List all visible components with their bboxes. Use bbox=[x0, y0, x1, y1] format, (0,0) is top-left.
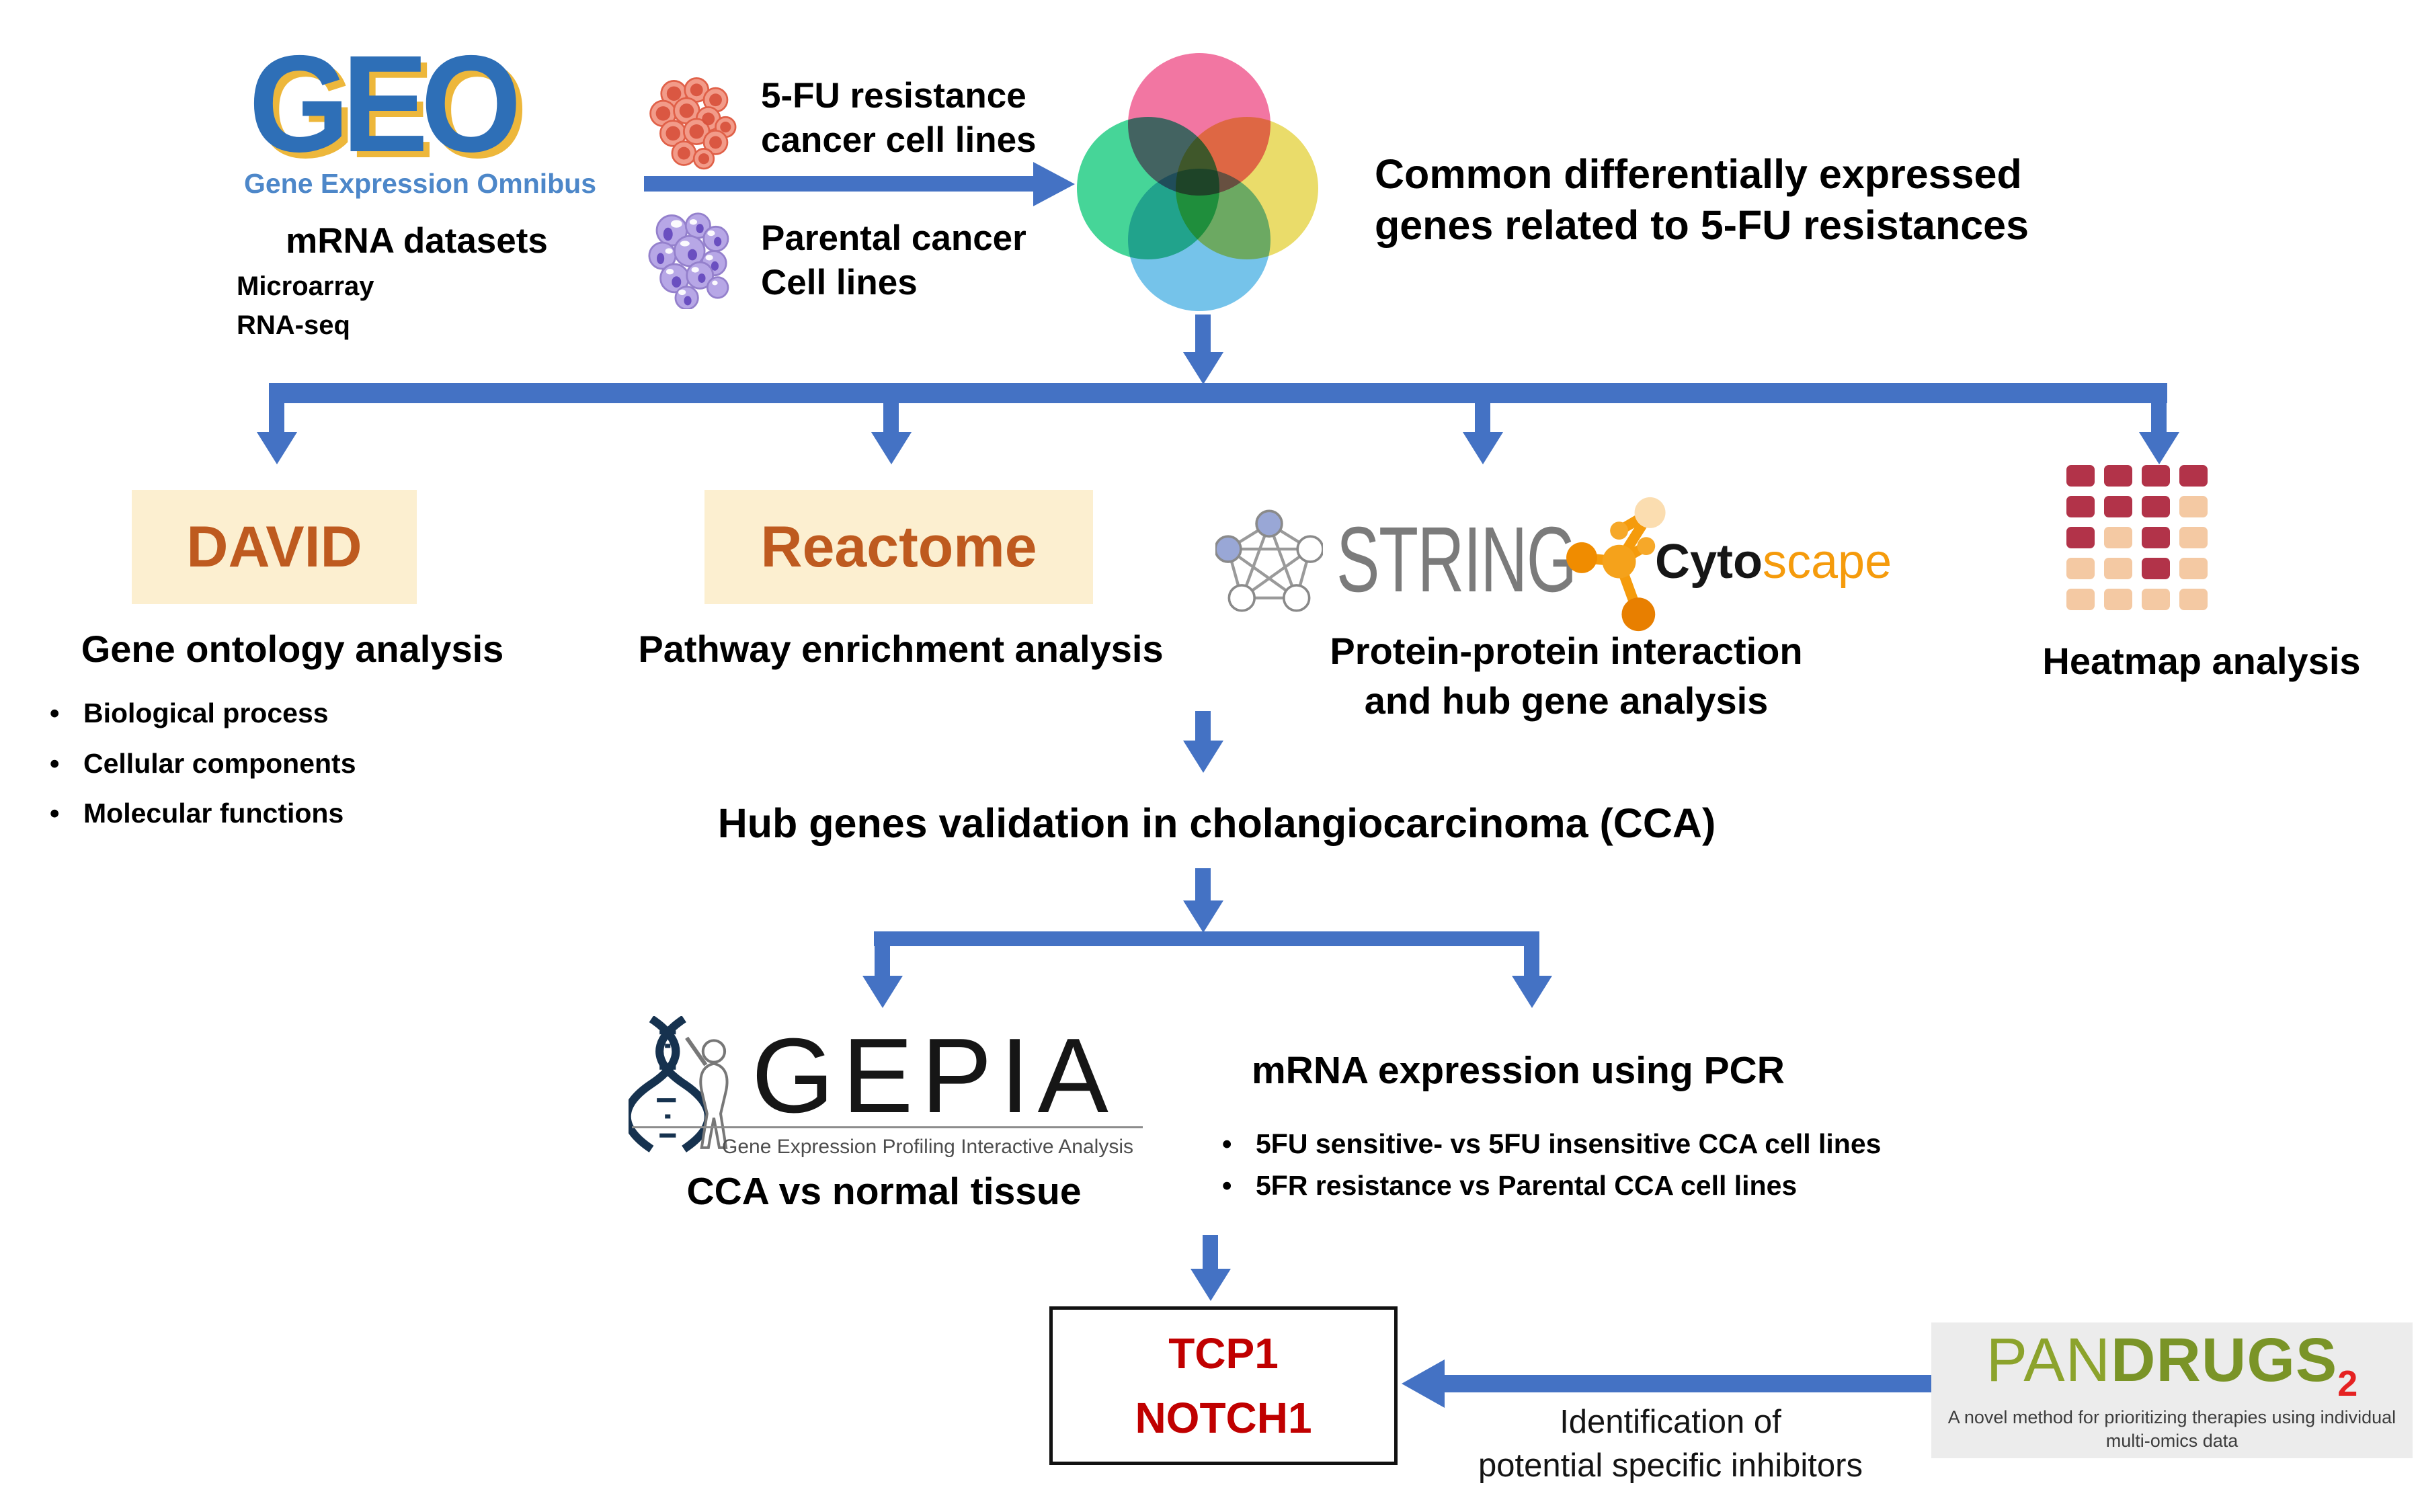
geo-logo-word: GEO bbox=[249, 27, 522, 181]
result-gene-notch1: NOTCH1 bbox=[1135, 1394, 1312, 1442]
heatmap-cell bbox=[2179, 527, 2208, 548]
branch-bar-validation bbox=[874, 931, 1539, 946]
cytoscape-label: Cytoscape bbox=[1655, 538, 1892, 586]
heatmap-icon bbox=[2066, 465, 2208, 610]
pcr-bullet-sensitive: 5FU sensitive- vs 5FU insensitive CCA ce… bbox=[1222, 1124, 1881, 1165]
heatmap-cell bbox=[2142, 496, 2170, 517]
pandrugs-word-2: 2 bbox=[2337, 1363, 2358, 1404]
geo-logo: GEO bbox=[249, 27, 612, 181]
reactome-label: Reactome bbox=[760, 514, 1037, 579]
heatmap-cell bbox=[2179, 558, 2208, 579]
common-deg-caption-line1: Common differentially expressed bbox=[1375, 151, 2022, 197]
reactome-box: Reactome bbox=[704, 490, 1093, 604]
resistant-cells-icon bbox=[649, 77, 737, 170]
resistant-cells-label-line1: 5-FU resistance bbox=[761, 76, 1026, 116]
ppi-title-line1: Protein-protein interaction bbox=[1330, 630, 1803, 672]
mrna-datasets-title: mRNA datasets bbox=[286, 221, 548, 261]
gepia-word: GEPIA bbox=[752, 1017, 1117, 1135]
inhibitor-note: Identification of potential specific inh… bbox=[1405, 1400, 1936, 1487]
pandrugs-word-drugs: DRUGS bbox=[2111, 1326, 2338, 1394]
gepia-subtitle: Gene Expression Profiling Interactive An… bbox=[722, 1136, 1133, 1158]
pcr-bullet-resistance: 5FR resistance vs Parental CCA cell line… bbox=[1222, 1165, 1881, 1207]
heatmap-cell bbox=[2066, 558, 2095, 579]
cytoscape-label-orange: scape bbox=[1763, 535, 1892, 589]
venn-diagram bbox=[1074, 50, 1333, 316]
heatmap-cell bbox=[2104, 527, 2132, 548]
heatmap-cell bbox=[2104, 558, 2132, 579]
heatmap-title: Heatmap analysis bbox=[2042, 640, 2361, 682]
hub-validation-title: Hub genes validation in cholangiocarcino… bbox=[717, 800, 1716, 846]
go-bullet-list: Biological process Cellular components M… bbox=[50, 688, 356, 839]
dataset-type-microarray: Microarray bbox=[237, 271, 374, 301]
pathway-title: Pathway enrichment analysis bbox=[638, 628, 1164, 670]
heatmap-cell bbox=[2179, 465, 2208, 487]
ppi-title: Protein-protein interaction and hub gene… bbox=[1237, 626, 1896, 726]
david-label: DAVID bbox=[186, 514, 362, 579]
david-box: DAVID bbox=[132, 490, 417, 604]
pcr-bullet-list: 5FU sensitive- vs 5FU insensitive CCA ce… bbox=[1222, 1124, 1881, 1206]
branch-bar-main bbox=[269, 383, 2167, 403]
heatmap-cell bbox=[2066, 589, 2095, 610]
pandrugs-tagline-line2: multi-omics data bbox=[2105, 1431, 2238, 1452]
go-bullet-molecular-functions: Molecular functions bbox=[50, 788, 356, 839]
common-deg-caption: Common differentially expressed genes re… bbox=[1375, 149, 2154, 251]
heatmap-cell bbox=[2179, 589, 2208, 610]
heatmap-cell bbox=[2142, 465, 2170, 487]
gepia-underline bbox=[632, 1126, 1143, 1128]
inhibitor-note-line2: potential specific inhibitors bbox=[1478, 1447, 1863, 1484]
cytoscape-label-black: Cyto bbox=[1655, 535, 1763, 589]
heatmap-cell bbox=[2066, 496, 2095, 517]
result-gene-tcp1: TCP1 bbox=[1168, 1329, 1279, 1378]
inhibitor-note-line1: Identification of bbox=[1560, 1404, 1781, 1440]
common-deg-caption-line2: genes related to 5-FU resistances bbox=[1375, 202, 2029, 248]
parental-cells-label-line2: Cell lines bbox=[761, 263, 918, 303]
resistant-cells-label: 5-FU resistance cancer cell lines bbox=[761, 74, 1037, 163]
gepia-caption: CCA vs normal tissue bbox=[686, 1170, 1082, 1213]
parental-cells-icon bbox=[648, 212, 729, 309]
heatmap-cell bbox=[2104, 465, 2132, 487]
venn-circle-blue bbox=[1128, 169, 1270, 311]
dataset-type-rnaseq: RNA-seq bbox=[237, 310, 350, 340]
heatmap-cell bbox=[2066, 527, 2095, 548]
heatmap-cell bbox=[2142, 558, 2170, 579]
heatmap-cell bbox=[2142, 589, 2170, 610]
parental-cells-label-line1: Parental cancer bbox=[761, 218, 1026, 258]
string-label: STRING bbox=[1336, 508, 1577, 612]
gene-ontology-title: Gene ontology analysis bbox=[81, 628, 504, 670]
heatmap-cell bbox=[2104, 589, 2132, 610]
result-box: TCP1 NOTCH1 bbox=[1049, 1306, 1398, 1465]
heatmap-cell bbox=[2104, 496, 2132, 517]
parental-cells-label: Parental cancer Cell lines bbox=[761, 216, 1026, 306]
heatmap-cell bbox=[2179, 496, 2208, 517]
go-bullet-biological-process: Biological process bbox=[50, 688, 356, 739]
string-icon bbox=[1215, 509, 1323, 612]
heatmap-cell bbox=[2066, 465, 2095, 487]
pandrugs-logo: PANDRUGS2 A novel method for prioritizin… bbox=[1931, 1322, 2413, 1458]
pandrugs-word-pan: PAN bbox=[1986, 1326, 2111, 1394]
cytoscape-icon bbox=[1566, 497, 1666, 632]
heatmap-cell bbox=[2142, 527, 2170, 548]
pandrugs-tagline-line1: A novel method for prioritizing therapie… bbox=[1947, 1407, 2396, 1427]
pcr-title: mRNA expression using PCR bbox=[1252, 1049, 1785, 1092]
ppi-title-line2: and hub gene analysis bbox=[1364, 679, 1769, 722]
geo-logo-subtitle: Gene Expression Omnibus bbox=[243, 168, 597, 199]
go-bullet-cellular-components: Cellular components bbox=[50, 739, 356, 789]
resistant-cells-label-line2: cancer cell lines bbox=[761, 120, 1037, 161]
